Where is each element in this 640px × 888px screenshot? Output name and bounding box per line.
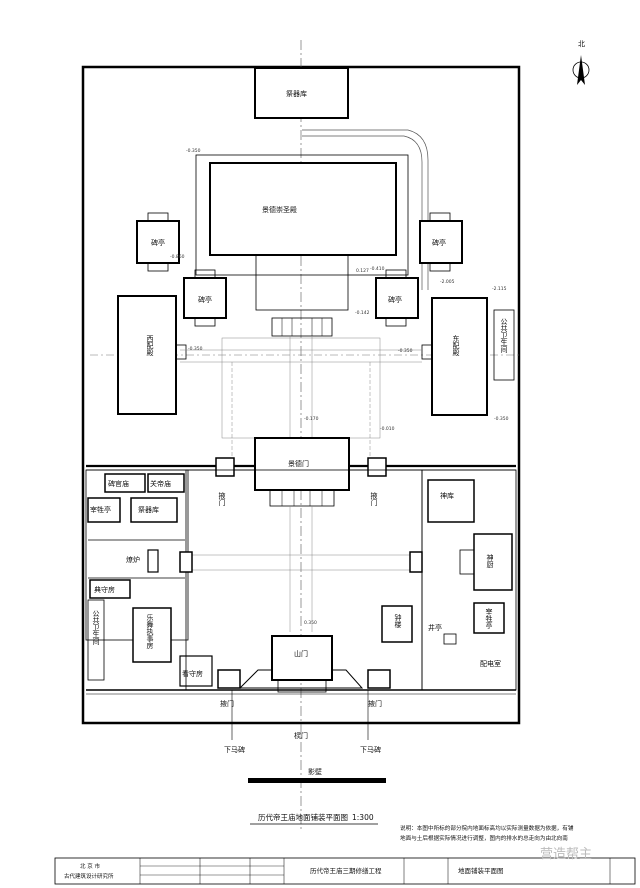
building-public-toilet-west: [87, 599, 105, 681]
stele-pavilion-ne: [419, 212, 463, 272]
building-guandi: [147, 473, 185, 493]
svg-text:-0.860: -0.860: [170, 254, 185, 260]
svg-text:掖门: 掖门: [218, 491, 226, 507]
drawing-title: 历代帝王庙地面铺装平面图: [258, 812, 348, 822]
stele-pavilion-w2: [183, 269, 227, 327]
svg-text:北 京 市: 北 京 市: [80, 862, 100, 870]
svg-text:神库: 神库: [440, 491, 454, 500]
note-text-line2: 地面与土后根据实际情况进行调整，图内的排水的总走向为由北向南: [400, 834, 568, 842]
title-block: [54, 857, 636, 885]
gatehouse-e: [367, 457, 387, 477]
building-shan-gate: [271, 635, 333, 681]
svg-text:影壁: 影壁: [308, 767, 322, 776]
svg-text:古代建筑设计研究所: 古代建筑设计研究所: [64, 872, 114, 880]
svg-text:井亭: 井亭: [428, 623, 442, 632]
building-guard: [179, 655, 213, 687]
label-west-hall: 西配殿: [146, 335, 154, 357]
label-stele-nw: 碑亭: [151, 238, 165, 247]
building-west-hall: [117, 295, 177, 415]
svg-text:掖门: 掖门: [368, 699, 382, 708]
label-public-toilet-east: 公共卫生间: [500, 318, 508, 354]
label-stele-e2: 碑亭: [388, 295, 402, 304]
svg-text:地面铺装平面图: 地面铺装平面图: [458, 866, 504, 875]
svg-text:0.350: 0.350: [304, 620, 317, 626]
svg-text:碑官庙: 碑官庙: [108, 479, 129, 488]
stele-pavilion-nw: [136, 212, 180, 272]
north-label: 北: [578, 40, 585, 48]
label-main-hall: 景德崇圣殿: [262, 205, 297, 214]
watermark: 营造帮主: [540, 847, 592, 862]
building-zaisheng-w: [87, 497, 121, 523]
stele-pavilion-e2: [375, 269, 419, 327]
svg-text:下马碑: 下马碑: [360, 745, 381, 754]
label-east-hall: 东配殿: [452, 334, 460, 357]
svg-text:山门: 山门: [294, 649, 308, 658]
svg-text:关帝庙: 关帝庙: [150, 479, 171, 488]
svg-text:宰牲亭: 宰牲亭: [90, 505, 111, 514]
gatehouse-w: [215, 457, 235, 477]
svg-text:神厨: 神厨: [486, 553, 494, 568]
label-stele-ne: 碑亭: [432, 238, 446, 247]
side-gate-se: [367, 669, 391, 689]
building-dianshou: [89, 579, 131, 599]
building-public-toilet-east: [493, 309, 515, 381]
svg-text:-0.350: -0.350: [398, 348, 413, 354]
svg-text:-2.115: -2.115: [492, 286, 507, 292]
svg-text:掖门: 掖门: [370, 491, 378, 507]
svg-text:-0.142: -0.142: [355, 310, 370, 316]
label-stele-w2: 碑亭: [198, 295, 212, 304]
svg-text:掖门: 掖门: [220, 699, 234, 708]
svg-text:-2.005: -2.005: [440, 279, 455, 285]
building-east-hall: [431, 297, 488, 416]
svg-text:-0.170: -0.170: [304, 416, 319, 422]
svg-text:棂门: 棂门: [294, 731, 308, 740]
svg-text:典守房: 典守房: [94, 585, 115, 594]
svg-text:-0.350: -0.350: [186, 148, 201, 154]
building-dianyi: [104, 473, 146, 493]
svg-text:宰牲亭: 宰牲亭: [485, 607, 493, 629]
screen-wall: [248, 778, 386, 783]
note-text: 说明：本图中所标的部分院内地面标高均以实际测量数据为依据，有铺 地面与土后根据实…: [400, 824, 575, 842]
building-shenku: [427, 479, 475, 523]
svg-text:配电室: 配电室: [480, 659, 501, 668]
svg-text:钟楼: 钟楼: [394, 613, 402, 629]
label-jiqiku-top: 祭器库: [286, 89, 307, 98]
svg-text:乐舞执事房: 乐舞执事房: [146, 613, 154, 650]
label-jingde-gate: 景德门: [288, 459, 309, 468]
north-arrow-icon: [572, 55, 590, 85]
svg-text:燎炉: 燎炉: [126, 555, 140, 564]
svg-text:-0.350: -0.350: [494, 416, 509, 422]
side-gate-sw: [217, 669, 241, 689]
building-main-hall: [209, 162, 397, 256]
building-jiqiku-w: [130, 497, 178, 523]
building-jiqiku-top: [254, 67, 349, 119]
svg-text:看守房: 看守房: [182, 669, 203, 678]
building-bell-tower: [381, 605, 413, 643]
svg-text:-0.350: -0.350: [188, 346, 203, 352]
svg-text:下马碑: 下马碑: [224, 745, 245, 754]
drawing-scale: 1:300: [352, 813, 374, 822]
building-zaisheng-e: [473, 602, 505, 634]
svg-text:0.127: 0.127: [356, 268, 369, 274]
svg-text:历代帝王庙三期修缮工程: 历代帝王庙三期修缮工程: [310, 866, 382, 875]
svg-text:祭器库: 祭器库: [138, 505, 159, 514]
building-yuewu: [132, 607, 172, 663]
svg-text:公共卫生间: 公共卫生间: [92, 610, 100, 646]
svg-text:-0.410: -0.410: [370, 266, 385, 272]
svg-text:-0.010: -0.010: [380, 426, 395, 432]
